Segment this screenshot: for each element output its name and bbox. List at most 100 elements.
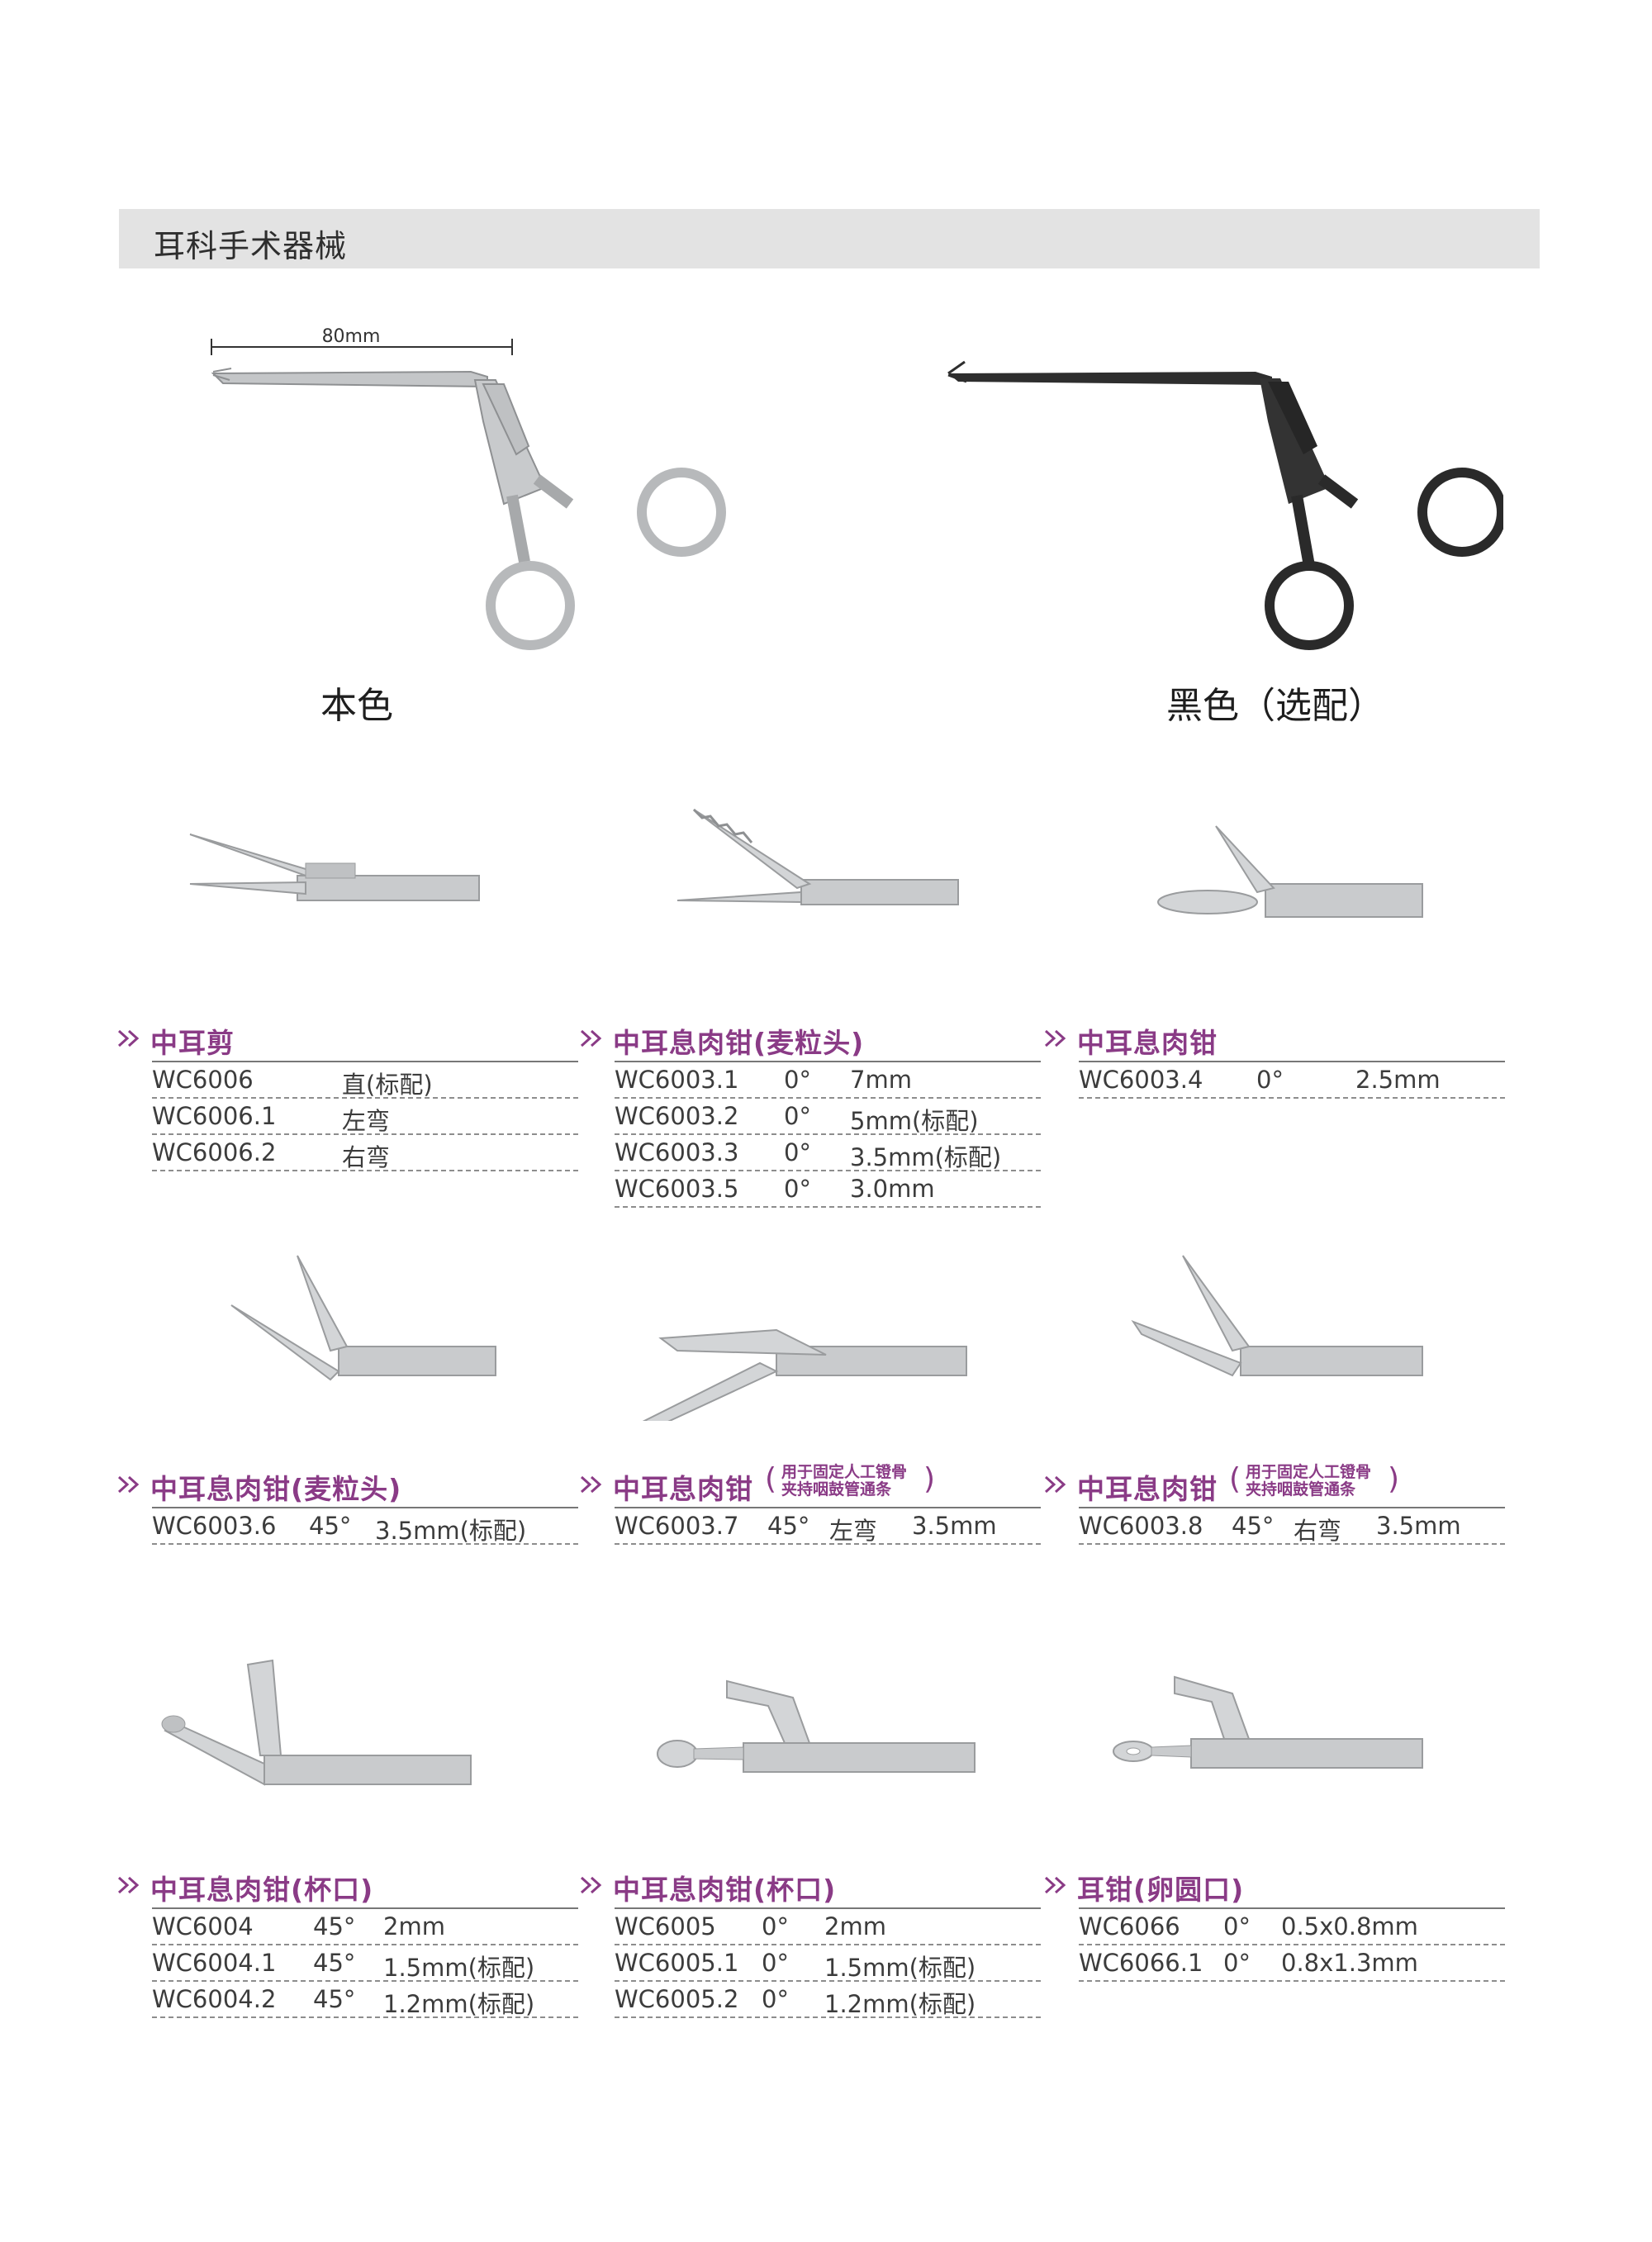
- section-header: 耳钳(卵圆口): [1042, 1863, 1505, 1911]
- page-title-banner: 耳科手术器械: [119, 209, 1540, 268]
- polyp-forceps-left-image: [642, 1328, 967, 1421]
- section-header: 中耳息肉钳(杯口): [578, 1863, 1041, 1911]
- table-cell: 0.5x0.8mm: [1281, 1912, 1418, 1940]
- section-title: 中耳息肉钳(杯口): [613, 1874, 837, 1906]
- section-polyp-forceps-right: 中耳息肉钳 ( 用于固定人工镫骨夹持咽鼓管通条 ) WC6003.8 45° 右弯 3…: [1042, 1239, 1505, 1570]
- section-header: 中耳息肉钳(麦粒头): [578, 1016, 1041, 1064]
- double-chevron-icon: [117, 1029, 140, 1047]
- table-row: WC6005.2 0° 1.2mm(标配): [615, 1982, 1041, 2018]
- section-header: 中耳息肉钳 ( 用于固定人工镫骨夹持咽鼓管通条 ): [1042, 1462, 1505, 1510]
- table-cell: 45°: [313, 1912, 356, 1940]
- table-cell: 直(标配): [342, 1071, 433, 1099]
- double-chevron-icon: [1044, 1876, 1066, 1894]
- dimension-label: 80mm: [322, 326, 381, 347]
- table-cell: 0°: [784, 1138, 811, 1166]
- table-cell: WC6003.1: [615, 1066, 739, 1094]
- table-cell: 0°: [1223, 1912, 1251, 1940]
- table-cell: 45°: [313, 1985, 356, 2013]
- section-title: 中耳息肉钳: [613, 1473, 753, 1505]
- spec-table: WC6003.6 45° 3.5mm(标配): [152, 1508, 578, 1545]
- hero-natural-forceps: 80mm 本色: [198, 322, 760, 727]
- table-cell: WC6003.8: [1079, 1512, 1203, 1540]
- natural-caption: 本色: [320, 685, 393, 727]
- note-open-paren: (: [765, 1462, 777, 1496]
- section-title: 耳钳(卵圆口): [1077, 1874, 1245, 1906]
- table-cell: 3.5mm(标配): [850, 1143, 1002, 1171]
- table-cell: 45°: [767, 1512, 810, 1540]
- section-header: 中耳息肉钳: [1042, 1016, 1505, 1064]
- double-chevron-icon: [580, 1475, 602, 1494]
- table-cell: WC6006: [152, 1066, 254, 1094]
- section-header: 中耳息肉钳 ( 用于固定人工镫骨夹持咽鼓管通条 ): [578, 1462, 1041, 1510]
- note-close-paren: ): [923, 1462, 936, 1496]
- table-row: WC6006.1 左弯: [152, 1099, 578, 1135]
- table-cell: 右弯: [1294, 1517, 1342, 1545]
- table-cell: WC6005: [615, 1912, 716, 1940]
- table-cell: 3.0mm: [850, 1175, 935, 1203]
- table-cell: WC6005.1: [615, 1949, 739, 1977]
- table-cell: 2.5mm: [1355, 1066, 1441, 1094]
- section-header: 中耳息肉钳(麦粒头): [116, 1462, 578, 1510]
- section-title: 中耳息肉钳: [1077, 1027, 1218, 1059]
- spec-table: WC6003.8 45° 右弯 3.5mm: [1079, 1508, 1505, 1545]
- grain-forceps-image: [676, 808, 959, 905]
- cup-forceps-0-image: [657, 1679, 976, 1773]
- black-caption: 黑色（选配）: [1166, 685, 1384, 727]
- table-cell: WC6003.4: [1079, 1066, 1203, 1094]
- table-cell: 0°: [762, 1985, 789, 2013]
- natural-forceps-image: 80mm: [211, 326, 726, 650]
- table-row: WC6003.8 45° 右弯 3.5mm: [1079, 1508, 1505, 1545]
- table-cell: 0.8x1.3mm: [1281, 1949, 1418, 1977]
- section-note: 用于固定人工镫骨夹持咽鼓管通条: [781, 1463, 908, 1499]
- table-cell: WC6004: [152, 1912, 254, 1940]
- table-row: WC6066 0° 0.5x0.8mm: [1079, 1909, 1505, 1945]
- section-grain-forceps-45: 中耳息肉钳(麦粒头) WC6003.6 45° 3.5mm(标配): [116, 1239, 578, 1570]
- double-chevron-icon: [117, 1876, 140, 1894]
- table-cell: 45°: [309, 1512, 352, 1540]
- table-cell: 3.5mm(标配): [375, 1517, 527, 1545]
- table-cell: WC6006.2: [152, 1138, 277, 1166]
- grain-forceps-45-image: [230, 1255, 496, 1381]
- table-row: WC6006.2 右弯: [152, 1135, 578, 1171]
- table-row: WC6003.6 45° 3.5mm(标配): [152, 1508, 578, 1545]
- table-cell: 0°: [762, 1949, 789, 1977]
- double-chevron-icon: [580, 1876, 602, 1894]
- table-cell: WC6066: [1079, 1912, 1180, 1940]
- middle-ear-scissors-image: [189, 834, 480, 901]
- table-cell: WC6003.3: [615, 1138, 739, 1166]
- table-cell: WC6005.2: [615, 1985, 739, 2013]
- table-cell: 5mm(标配): [850, 1107, 979, 1135]
- table-cell: 45°: [1232, 1512, 1275, 1540]
- table-cell: 0°: [784, 1102, 811, 1130]
- section-title: 中耳息肉钳(麦粒头): [150, 1473, 402, 1505]
- page-title: 耳科手术器械: [154, 228, 348, 264]
- polyp-forceps-right-image: [1131, 1255, 1423, 1377]
- table-cell: WC6003.6: [152, 1512, 277, 1540]
- section-title: 中耳剪: [150, 1027, 235, 1059]
- spec-table: WC6006 直(标配) WC6006.1 左弯 WC6006.2 右弯: [152, 1062, 578, 1171]
- table-cell: 3.5mm: [1376, 1512, 1461, 1540]
- table-cell: 0°: [784, 1175, 811, 1203]
- table-cell: 2mm: [383, 1912, 445, 1940]
- section-note: 用于固定人工镫骨夹持咽鼓管通条: [1246, 1463, 1372, 1499]
- section-title: 中耳息肉钳(杯口): [150, 1874, 374, 1906]
- section-header: 中耳剪: [116, 1016, 578, 1064]
- table-cell: WC6003.7: [615, 1512, 739, 1540]
- table-cell: 1.2mm(标配): [824, 1990, 976, 2018]
- section-middle-ear-scissors: 中耳剪 WC6006 直(标配) WC6006.1 左弯 WC6006.2 右弯: [116, 793, 578, 1173]
